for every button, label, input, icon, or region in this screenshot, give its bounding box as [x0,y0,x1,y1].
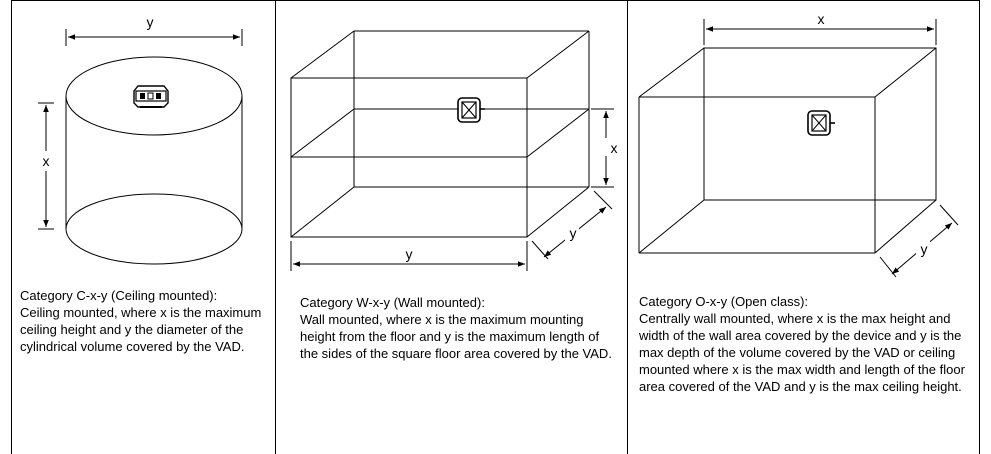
panel-open-class: x y Category O-x-y (Open class): Central… [627,0,980,454]
caption-open-class: Category O-x-y (Open class): Centrally w… [639,293,979,395]
caption-title: Category W-x-y (Wall mounted): [300,295,485,310]
cylinder-bottom-ellipse [65,193,243,265]
caption-body: Wall mounted, where x is the maximum mou… [300,312,612,361]
x-label: x [43,153,50,169]
panel-wall-mounted: x y y Category W-x-y (Wall mounted): Wal… [275,0,627,454]
x-label: x [818,11,825,27]
caption-wall: Category W-x-y (Wall mounted): Wall moun… [300,294,620,362]
box-outline [290,30,590,238]
caption-title: Category C-x-y (Ceiling mounted): [20,288,218,303]
caption-body: Ceiling mounted, where x is the maximum … [20,305,262,354]
caption-body: Centrally wall mounted, where x is the m… [639,311,965,394]
y-label: y [921,241,928,257]
y-depth-label: y [570,225,577,241]
box-outline [638,47,937,254]
y-label: y [147,14,154,30]
open-class-box-diagram: x y [638,11,959,278]
open-class-device-icon [807,110,835,136]
wall-box-diagram: x y y [290,30,618,271]
panel-ceiling-mounted: y x Category C-x-y (Ceiling mounted): Ce… [11,0,275,454]
ceiling-device-icon [133,85,169,108]
caption-ceiling: Category C-x-y (Ceiling mounted): Ceilin… [20,287,270,355]
cylinder-diagram: y x [36,14,243,265]
y-label: y [406,246,413,262]
x-label: x [611,140,618,156]
caption-title: Category O-x-y (Open class): [639,294,809,309]
wall-device-icon [457,97,485,123]
